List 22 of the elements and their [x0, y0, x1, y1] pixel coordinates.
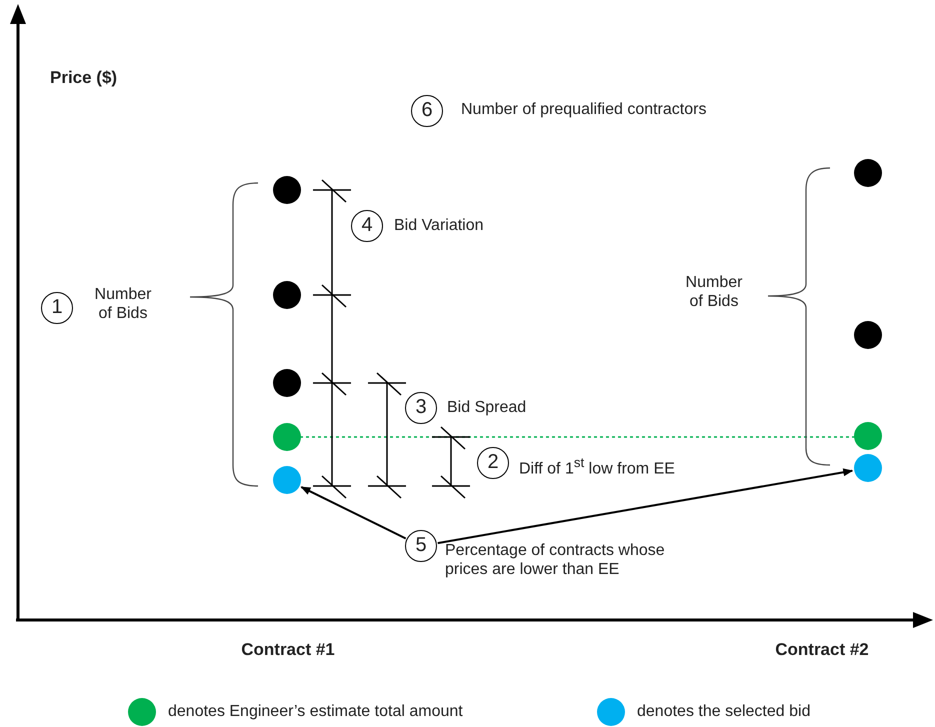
legend-text: denotes the selected bid [637, 702, 810, 721]
data-point [854, 454, 882, 482]
annotation-text: Number of Bids [94, 285, 152, 323]
annotation-text: Number of Bids [684, 273, 744, 311]
data-point [273, 466, 301, 494]
annotation-text: Number of prequalified contractors [461, 100, 706, 119]
annotation-text: Bid Variation [394, 216, 484, 235]
callout-number: 6 [411, 95, 443, 127]
annotation-text: Percentage of contracts whose prices are lower than EE [445, 541, 666, 579]
axis-label: Price ($) [50, 68, 118, 87]
callout-number: 1 [41, 292, 73, 324]
callout-number: 5 [405, 530, 437, 562]
axis-label: Contract #2 [774, 640, 870, 659]
legend-text: denotes Engineer’s estimate total amount [168, 702, 463, 721]
annotation-text: Bid Spread [447, 398, 526, 417]
callout-number: 2 [477, 447, 509, 479]
annotation-text: Diff of 1$^{st}$ low from EE [519, 454, 675, 478]
callout-number: 3 [405, 392, 437, 424]
callout-number: 4 [351, 210, 383, 242]
arrow [438, 468, 854, 544]
arrow [300, 486, 406, 540]
axis-label: Contract #1 [240, 640, 336, 659]
